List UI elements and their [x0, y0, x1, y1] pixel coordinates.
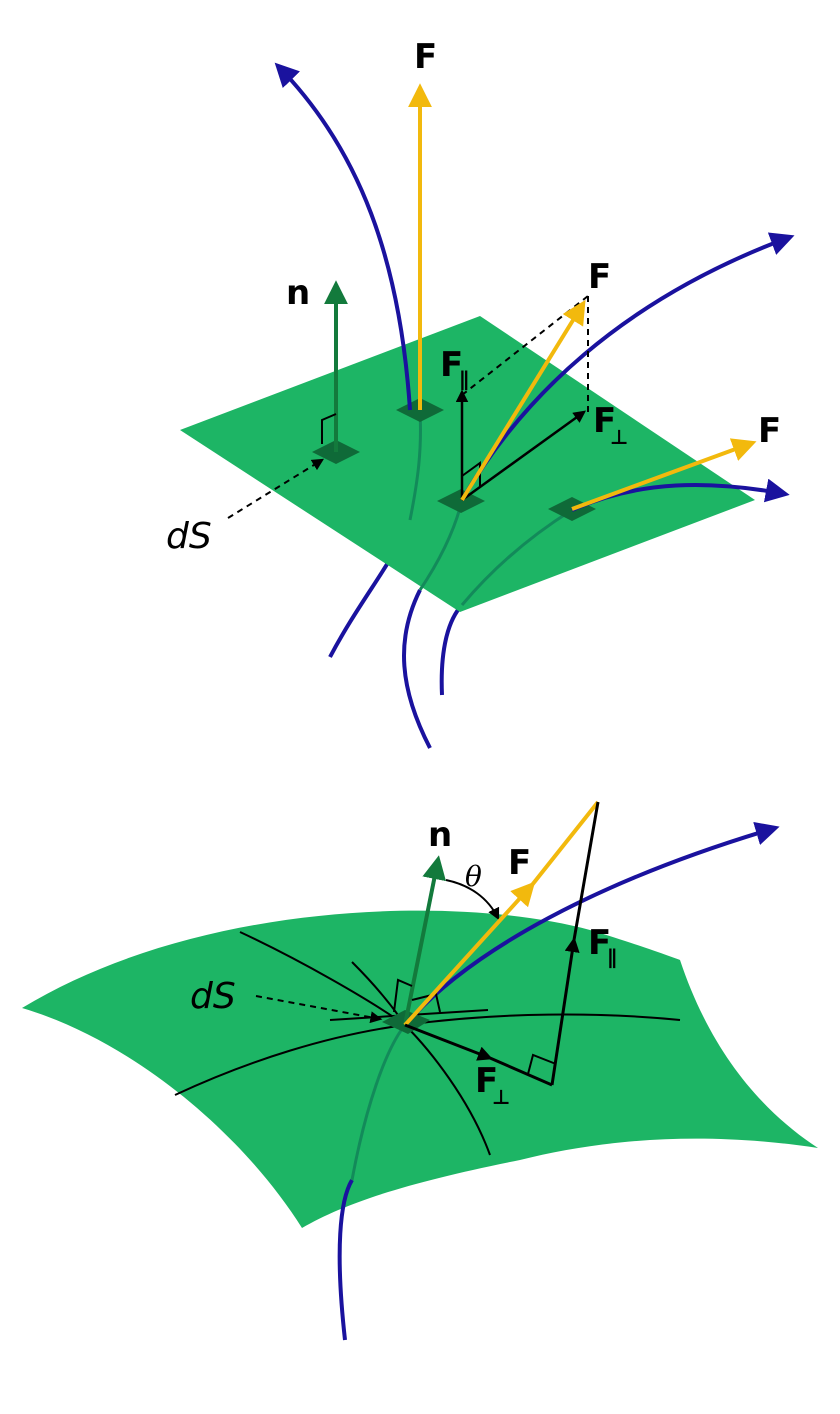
label-F-perp-sub-top: ⊥ [610, 425, 628, 449]
right-angle-mark-bottom-3 [527, 1053, 557, 1075]
field-line-under-3 [439, 603, 464, 696]
field-line-through-3 [460, 508, 573, 606]
right-angle-mark-top [461, 461, 481, 486]
field-vector-F-tangent [571, 438, 757, 511]
label-n-bottom: n [428, 815, 452, 855]
label-F-tangent: F [758, 411, 781, 451]
label-F-parallel-bottom: F [588, 923, 611, 963]
flat-surface [180, 316, 755, 612]
construction-line-parallel [572, 801, 600, 941]
bottom-panel: n F θ F ∥ F ⊥ dS [22, 800, 818, 1341]
dS-pointer-top [227, 458, 325, 519]
label-F-perp-top: F [593, 401, 616, 441]
right-angle-mark-bottom-1 [393, 978, 413, 1013]
patch-dS-oblique [437, 489, 485, 513]
label-F-parallel-sub-top: ∥ [459, 367, 469, 391]
label-F-perp-sub-bottom: ⊥ [492, 1085, 510, 1109]
normal-vector-n-bottom [403, 855, 447, 1026]
field-line-through-1 [408, 409, 423, 521]
field-line-1 [274, 62, 412, 411]
label-F-bottom: F [508, 843, 531, 883]
field-line-under-bottom [337, 1178, 354, 1341]
label-dS-top: dS [166, 516, 212, 557]
field-vector-F-oblique [460, 299, 586, 502]
top-panel: F F F n F ∥ F ⊥ dS [166, 37, 795, 749]
label-F-perp-bottom: F [475, 1061, 498, 1101]
right-angle-mark-n [321, 413, 337, 444]
label-dS-bottom: dS [190, 976, 236, 1017]
label-F-parallel-sub-bottom: ∥ [607, 945, 617, 969]
field-vector-F-bottom [403, 881, 536, 1027]
F-perp-component-bottom [404, 1023, 493, 1061]
label-F-oblique: F [588, 257, 611, 297]
label-n-top: n [286, 273, 310, 313]
construction-line-perp [489, 1056, 553, 1087]
field-line-under-2 [401, 589, 432, 749]
label-theta: θ [465, 860, 482, 893]
field-line-through-bottom [350, 1024, 407, 1181]
curved-surface [22, 910, 818, 1228]
field-vector-F-extension [530, 800, 600, 887]
F-perp-component-top [461, 410, 587, 502]
label-F-parallel-top: F [440, 345, 463, 385]
label-F-vertical: F [414, 37, 437, 77]
F-parallel-component-bottom [550, 937, 580, 1086]
theta-arc [445, 879, 500, 921]
right-angle-mark-bottom-2 [411, 992, 441, 1013]
